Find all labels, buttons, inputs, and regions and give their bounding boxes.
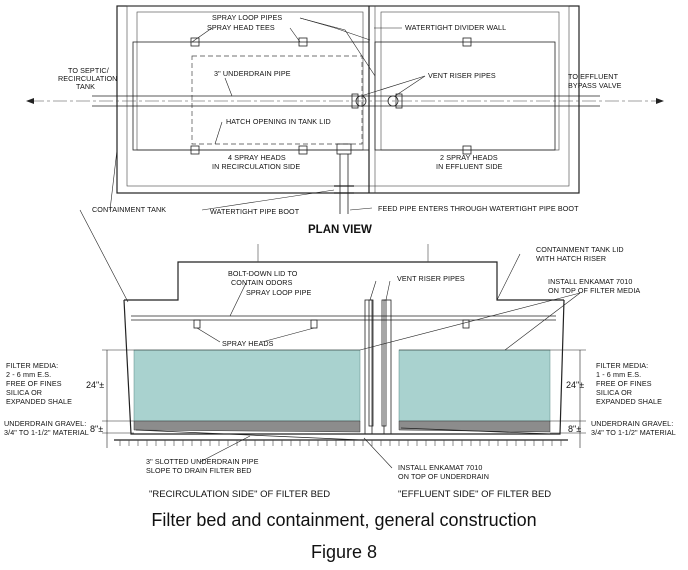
watertight-divider-wall-label: WATERTIGHT DIVIDER WALL: [405, 23, 506, 32]
slotted-pipe-label-1: 3" SLOTTED UNDERDRAIN PIPE: [146, 457, 259, 466]
to-septic-label-2: RECIRCULATION: [58, 74, 117, 83]
spray-heads-recirc-label-1: 4 SPRAY HEADS: [228, 153, 286, 162]
figure-caption: Filter bed and containment, general cons…: [151, 510, 537, 530]
plan-view: SPRAY LOOP PIPES SPRAY HEAD TEES WATERTI…: [26, 5, 664, 236]
effluent-side-label: "EFFLUENT SIDE" OF FILTER BED: [398, 489, 551, 500]
filter-media-left-label-4: SILICA OR: [6, 388, 42, 397]
dim-8-right: 8"±: [568, 424, 581, 434]
spray-heads-effluent-label-1: 2 SPRAY HEADS: [440, 153, 498, 162]
vent-riser-pipes-section-label: VENT RISER PIPES: [397, 274, 465, 283]
slotted-pipe-label-2: SLOPE TO DRAIN FILTER BED: [146, 466, 252, 475]
section-view: CONTAINMENT TANK LID WITH HATCH RISER BO…: [4, 244, 676, 500]
filter-media-left-label-5: EXPANDED SHALE: [6, 397, 72, 406]
spray-head-tee: [190, 145, 200, 155]
tank-lid-with-hatch-riser: [124, 261, 564, 301]
filter-media-right-label-3: FREE OF FINES: [596, 379, 652, 388]
spray-loop-pipe-label: SPRAY LOOP PIPE: [246, 288, 312, 297]
spray-head: [193, 319, 201, 329]
filter-media-left-label-1: FILTER MEDIA:: [6, 361, 58, 370]
filter-media-left-label-3: FREE OF FINES: [6, 379, 62, 388]
hatch-opening: [191, 55, 363, 145]
spray-head: [462, 319, 470, 329]
filter-media-recirculation: [133, 349, 361, 422]
filter-media-right-label-1: FILTER MEDIA:: [596, 361, 648, 370]
spray-heads-group: [193, 319, 470, 329]
enkamat-under-label-2: ON TOP OF UNDERDRAIN: [398, 472, 489, 481]
enkamat-top-label-1: INSTALL ENKAMAT 7010: [548, 277, 632, 286]
vent-riser-pipe: [368, 299, 374, 427]
spray-heads-effluent-label-2: IN EFFLUENT SIDE: [436, 162, 503, 171]
dim-24-left: 24"±: [86, 380, 104, 390]
bolt-down-label-2: CONTAIN ODORS: [231, 278, 293, 287]
to-septic-label-3: TANK: [76, 82, 95, 91]
figure-number: Figure 8: [310, 542, 378, 562]
dim-8-left: 8"±: [90, 424, 103, 434]
underdrain-gravel-recirculation: [133, 420, 361, 433]
tank-lid-label-1: CONTAINMENT TANK LID: [536, 245, 624, 254]
enkamat-top-label-2: ON TOP OF FILTER MEDIA: [548, 286, 640, 295]
recirculation-side-label: "RECIRCULATION SIDE" OF FILTER BED: [149, 489, 330, 500]
enkamat-under-label-1: INSTALL ENKAMAT 7010: [398, 463, 482, 472]
spray-head: [310, 319, 318, 329]
containment-tank-walls: [123, 299, 565, 435]
spray-head-tee: [462, 37, 472, 47]
underdrain-gravel-effluent: [398, 420, 551, 433]
filter-media-left-label-2: 2 - 6 mm E.S.: [6, 370, 51, 379]
underdrain-pipe-label: 3" UNDERDRAIN PIPE: [214, 69, 291, 78]
arrow-right: [656, 98, 664, 104]
filter-bed-diagram: SPRAY LOOP PIPES SPRAY HEAD TEES WATERTI…: [4, 5, 676, 500]
spray-head-tee: [462, 145, 472, 155]
plan-view-title: PLAN VIEW: [308, 224, 372, 236]
watertight-pipe-boot-label: WATERTIGHT PIPE BOOT: [210, 207, 300, 216]
vent-riser-pipe: [387, 95, 399, 107]
spray-heads-label: SPRAY HEADS: [222, 339, 274, 348]
filter-media-right-label-5: EXPANDED SHALE: [596, 397, 662, 406]
spray-head-tee: [190, 37, 200, 47]
to-effluent-label-2: BYPASS VALVE: [568, 81, 622, 90]
filter-media-right-label-4: SILICA OR: [596, 388, 632, 397]
to-septic-label-1: TO SEPTIC/: [68, 66, 109, 75]
spray-heads-recirc-label-2: IN RECIRCULATION SIDE: [212, 162, 300, 171]
vent-riser-pipes-label: VENT RISER PIPES: [428, 71, 496, 80]
to-effluent-label-1: TO EFFLUENT: [568, 72, 619, 81]
filter-media-effluent: [398, 349, 551, 422]
slotted-underdrain-pipe: [135, 429, 363, 441]
bolt-down-label-1: BOLT-DOWN LID TO: [228, 269, 298, 278]
gravel-left-label-1: UNDERDRAIN GRAVEL:: [4, 419, 86, 428]
spray-head-tees-label: SPRAY HEAD TEES: [207, 23, 275, 32]
dim-24-right: 24"±: [566, 380, 584, 390]
base-hatching: [119, 440, 562, 446]
spray-loop-pipes-label: SPRAY LOOP PIPES: [212, 13, 282, 22]
spray-head-tee: [298, 37, 308, 47]
feed-pipe-label: FEED PIPE ENTERS THROUGH WATERTIGHT PIPE…: [378, 204, 579, 213]
vent-riser-pipe: [381, 299, 387, 427]
feed-pipe-tee: [336, 143, 352, 155]
containment-tank-label: CONTAINMENT TANK: [92, 205, 166, 214]
gravel-right-label-1: UNDERDRAIN GRAVEL:: [591, 419, 673, 428]
tank-lid-label-2: WITH HATCH RISER: [536, 254, 606, 263]
hatch-opening-label: HATCH OPENING IN TANK LID: [226, 117, 331, 126]
divider-wall-section: [364, 299, 373, 435]
arrow-left: [26, 98, 34, 104]
gravel-right-label-2: 3/4" TO 1-1/2" MATERIAL: [591, 428, 676, 437]
gravel-left-label-2: 3/4" TO 1-1/2" MATERIAL: [4, 428, 89, 437]
spray-head-tee: [298, 145, 308, 155]
filter-media-right-label-2: 1 - 6 mm E.S.: [596, 370, 641, 379]
